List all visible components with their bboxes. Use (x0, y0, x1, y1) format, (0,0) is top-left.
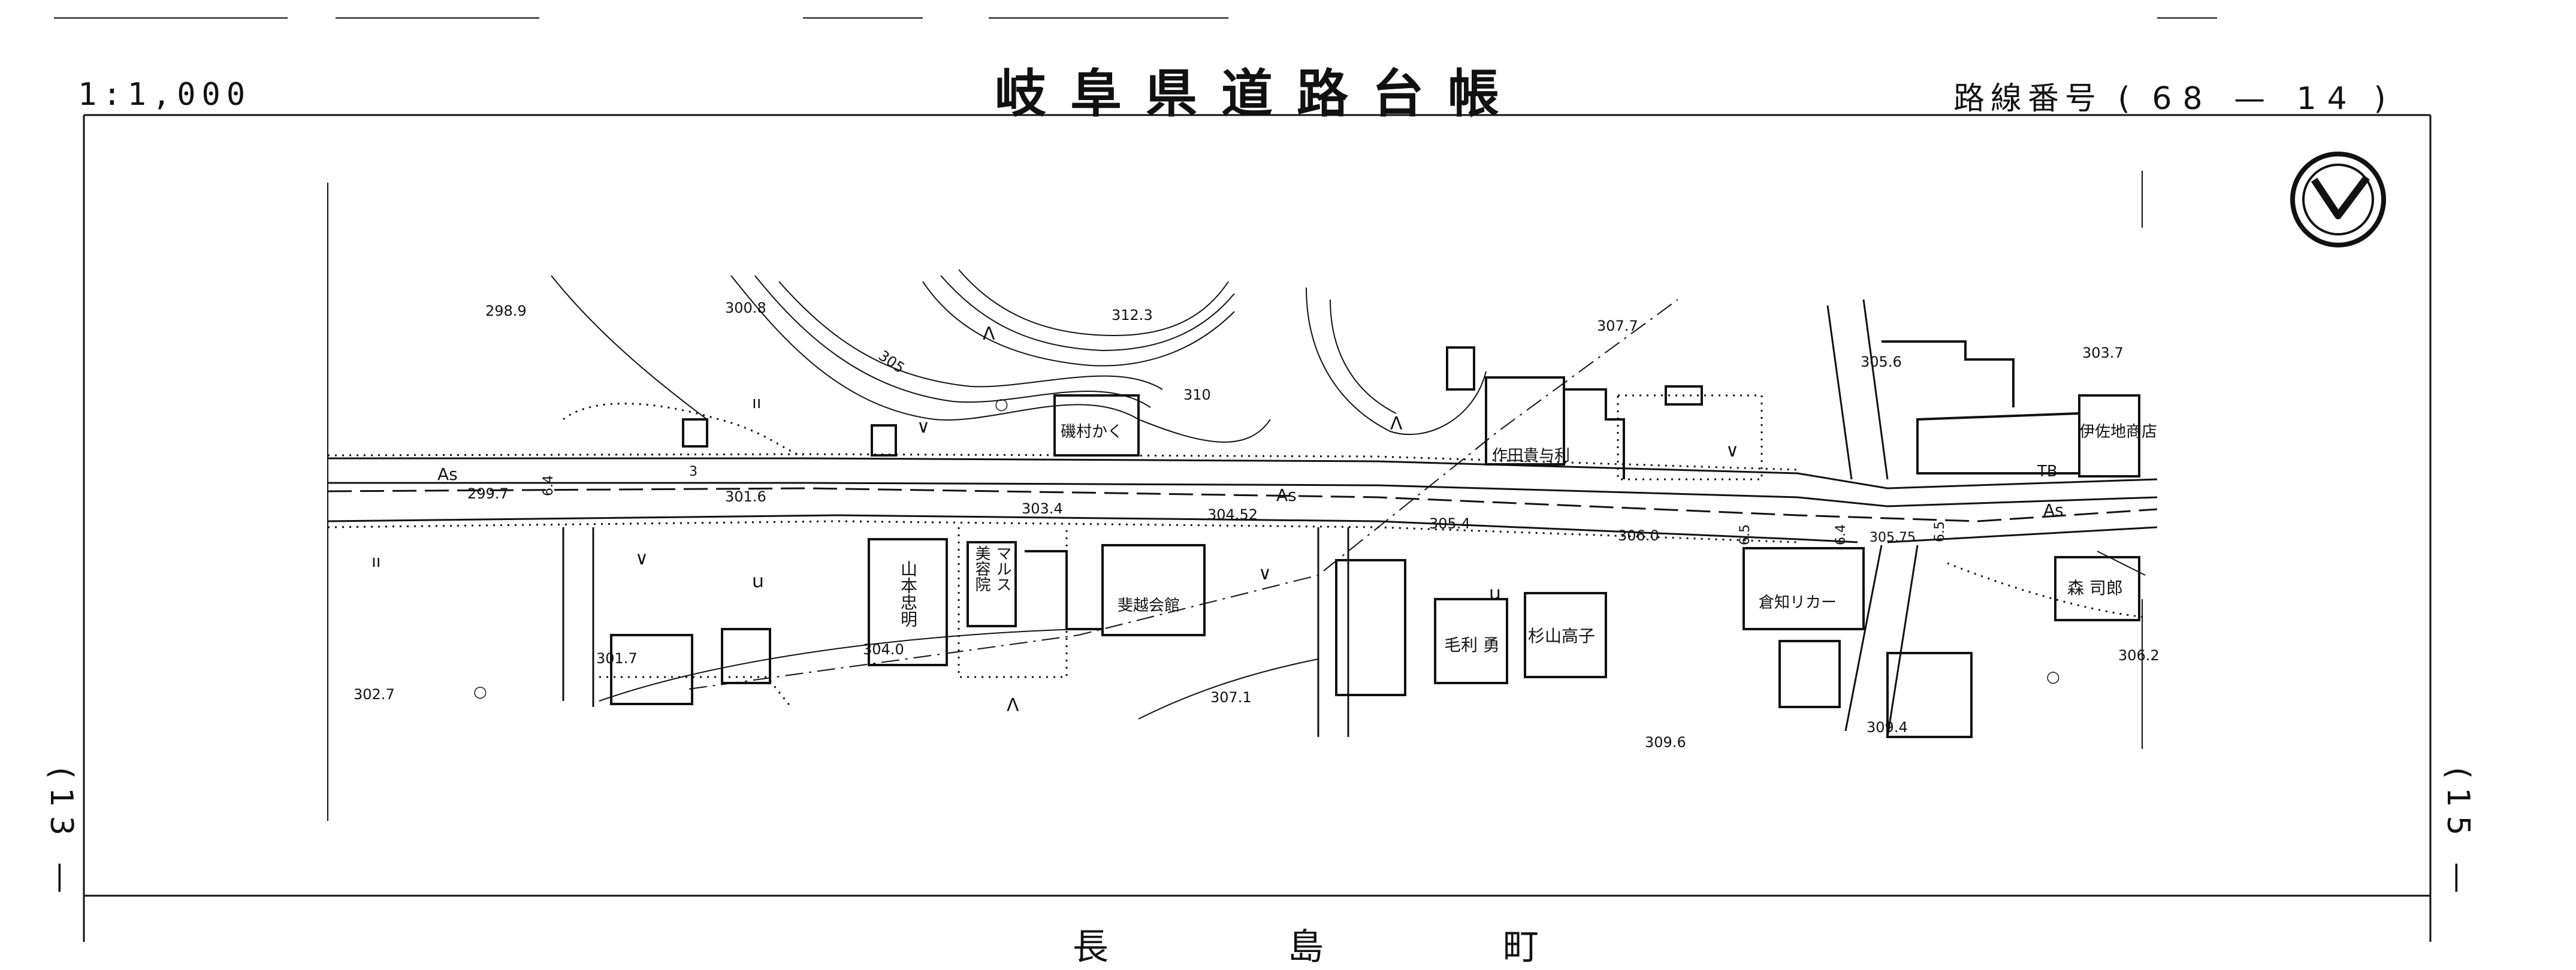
building-sugiyama (1524, 592, 1607, 678)
elevation-label: 299.7 (467, 485, 509, 502)
elevation-label: 300.8 (725, 300, 766, 316)
field-symbol-icon: ∨ (635, 548, 648, 569)
building-name-label: 倉知リカー (1759, 594, 1837, 612)
rice-symbol-icon: ıı (752, 392, 762, 412)
field-symbol-icon: ∨ (1726, 440, 1739, 461)
contour-label: 305 (875, 347, 908, 377)
building-name-label: 森 司郎 (2067, 578, 2123, 598)
elevation-label: 298.9 (485, 303, 527, 319)
building-tall (1335, 559, 1406, 696)
elevation-label: 312.3 (1112, 307, 1153, 324)
page-title: 岐阜県道路台帳 (995, 64, 1523, 124)
building-name-label: 作田貴与利 (1492, 447, 1571, 465)
route-number-value: 68 — 14 (2152, 81, 2358, 117)
road-width-label: 6.4 (1834, 524, 1849, 545)
orchard-symbol-icon: ○ (473, 683, 487, 701)
building-name-label: 杉山高子 (1528, 626, 1596, 646)
road-surface-label: As (437, 464, 458, 484)
map-scale: 1:1,000 (78, 77, 252, 113)
wasteland-symbol-icon: ｕ (749, 571, 767, 592)
building-name-label: 磯村かく (1061, 423, 1124, 441)
map-panel (327, 171, 2143, 821)
building-se2 (1886, 652, 1973, 738)
elevation-label: 304.52 (1207, 506, 1258, 523)
elevation-label: 301.7 (596, 650, 638, 667)
elevation-label: 307.1 (1210, 689, 1252, 706)
building-name-label: 斐越会館 (1118, 597, 1180, 615)
tree-symbol-icon: ᐱ (1007, 695, 1019, 716)
building-isomura (1053, 394, 1140, 457)
building-name-label: 伊佐地商店 (2079, 423, 2158, 441)
tree-symbol-icon: ᐱ (1390, 413, 1403, 434)
elevation-label: 303.7 (2082, 345, 2124, 361)
building-mouri (1434, 598, 1508, 684)
elevation-label: 309.4 (1867, 719, 1908, 736)
building-mori (2054, 556, 2140, 621)
elevation-label: 305.6 (1861, 353, 1902, 370)
elevation-label: 309.6 (1645, 734, 1686, 751)
building-yamamoto (868, 538, 948, 666)
buildings (610, 340, 2140, 738)
adjacent-sheet-right: (15 — (2440, 767, 2476, 902)
contour-lines (551, 269, 1487, 720)
field-symbol-icon: ∨ (917, 416, 930, 437)
building-name-label: 山本忠明 (898, 560, 918, 627)
building-se1 (1778, 640, 1841, 708)
orchard-symbol-icon: ○ (2046, 668, 2060, 686)
main-road (327, 453, 2158, 543)
contour-label: 310 (1183, 386, 1211, 403)
elevation-label: 306.0 (1618, 527, 1659, 544)
elevation-label: 305.75 (1870, 530, 1916, 545)
road-width-label: 6.4 (541, 475, 556, 496)
route-open: ( (2118, 81, 2136, 117)
elevation-label: 301.6 (725, 488, 766, 505)
road-map (54, 17, 2432, 942)
road-width-label: 6.5 (1932, 521, 1947, 542)
map-labels: 298.9 300.8 312.3 307.7 305.6 303.7 310 … (354, 300, 2160, 751)
building-name-label: TB (2037, 463, 2058, 481)
orchard-symbol-icon: ○ (995, 395, 1008, 413)
elevation-label: 307.7 (1597, 318, 1638, 334)
building-sakuda (1485, 376, 1565, 466)
adjacent-sheet-left: (13 — (43, 767, 79, 902)
elevation-label: 304.0 (863, 641, 904, 658)
route-label: 路線番号 (1953, 81, 2103, 117)
road-surface-label: As (1276, 485, 1297, 505)
side-streets (562, 299, 2146, 738)
building-name-label: 毛利 勇 (1444, 635, 1500, 655)
building-sw1 (610, 634, 693, 705)
route-number: 路線番号 ( 68 — 14 ) (1953, 73, 2392, 118)
map-frame (83, 114, 2432, 942)
elevation-label: 306.2 (2118, 647, 2160, 664)
building-biyouin (967, 541, 1017, 627)
wasteland-symbol-icon: ｕ (1486, 583, 1504, 604)
field-symbol-icon: ∨ (1258, 563, 1272, 584)
building-kurachi (1743, 547, 1865, 630)
elevation-label: 305.4 (1429, 515, 1470, 532)
north-arrow-icon (2290, 152, 2386, 247)
road-width-label: 3 (689, 464, 697, 479)
road-width-label: 6.5 (1738, 524, 1753, 545)
tree-symbol-icon: ᐱ (983, 324, 995, 345)
route-close: ) (2373, 81, 2392, 117)
elevation-label: 303.4 (1022, 500, 1063, 517)
boundary-line (688, 299, 1678, 690)
building-name-label: 美容院 (973, 545, 990, 592)
road-surface-label: As (2043, 500, 2064, 520)
building-name-label: マルス (993, 545, 1011, 592)
building-hietsu-kaikan (1101, 544, 1206, 636)
elevation-label: 302.7 (354, 686, 395, 703)
rice-symbol-icon: ıı (372, 551, 381, 571)
building-sw2 (721, 628, 771, 684)
